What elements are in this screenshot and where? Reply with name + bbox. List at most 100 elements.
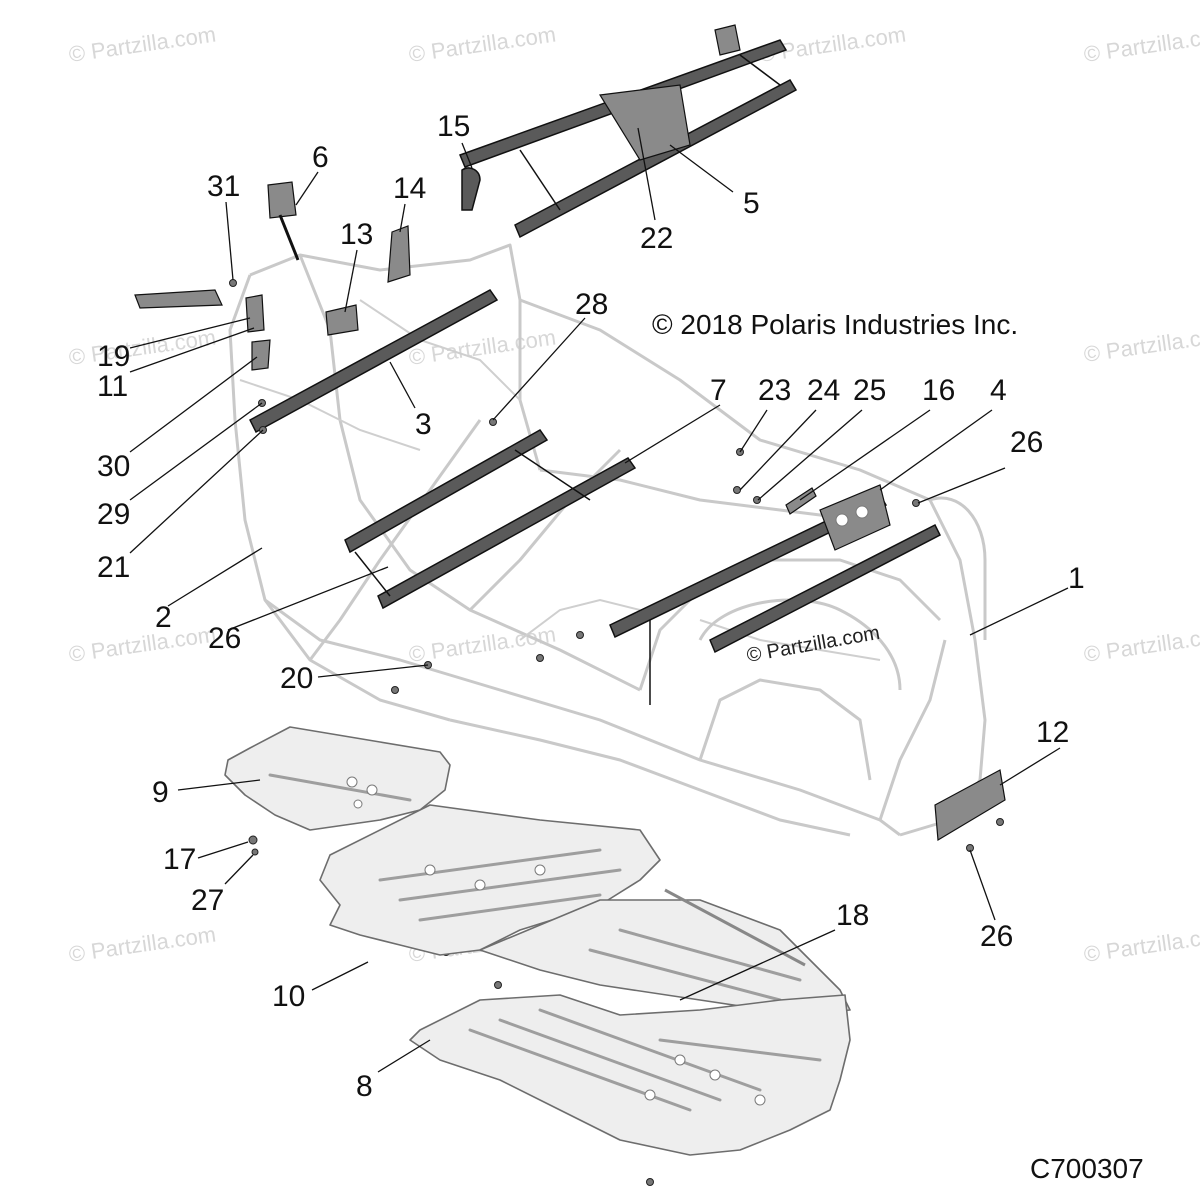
watermark: © Partzilla.com	[1082, 22, 1200, 67]
callout-12: 12	[1036, 716, 1069, 749]
leader-lines	[129, 127, 1069, 1073]
callout-23: 23	[758, 374, 791, 407]
callout-15: 15	[437, 110, 470, 143]
callout-20: 20	[280, 662, 313, 695]
leader-line	[757, 409, 863, 501]
watermark: © Partzilla.com	[67, 922, 217, 967]
fastener	[536, 654, 544, 662]
leader-line	[917, 467, 1006, 504]
bracket-part-6-arm	[278, 214, 300, 261]
rail-part-4-rear	[709, 523, 942, 654]
bracket-part-13	[325, 304, 359, 336]
leader-line	[377, 1039, 431, 1073]
leader-line	[317, 664, 429, 678]
plate-rib	[418, 893, 602, 922]
rail-part-7-rear	[377, 457, 637, 610]
callout-30: 30	[97, 450, 130, 483]
skid-plate-part-9	[224, 726, 451, 831]
callout-21: 21	[97, 551, 130, 584]
fastener	[391, 686, 399, 694]
callout-22: 22	[640, 222, 673, 255]
callout-26: 26	[208, 622, 241, 655]
leader-line	[799, 409, 931, 501]
leader-line	[129, 327, 255, 373]
plate-rib	[498, 1018, 722, 1102]
leader-line	[225, 201, 234, 281]
skid-plates	[224, 726, 851, 1156]
rail-part-5-rear	[514, 79, 798, 239]
callout-11: 11	[97, 370, 128, 403]
leader-line	[679, 929, 836, 1001]
plate-rib	[658, 1038, 822, 1062]
bracket-part-top	[714, 24, 741, 56]
bracket-part-15	[461, 167, 481, 211]
leader-line	[624, 404, 721, 464]
leader-line	[129, 402, 263, 501]
plate-rib	[538, 1008, 762, 1092]
leader-line	[969, 849, 996, 921]
fastener	[494, 981, 502, 989]
leader-line	[344, 249, 358, 313]
callout-17: 17	[163, 843, 196, 876]
callout-7: 7	[710, 374, 727, 407]
callout-29: 29	[97, 498, 130, 531]
watermark: © Partzilla.com	[1082, 322, 1200, 367]
rail-part-4-front	[609, 494, 888, 639]
plate-rib	[398, 868, 622, 902]
plate-part-12	[934, 769, 1006, 842]
rails	[249, 39, 942, 705]
bracket-part-11	[245, 294, 265, 333]
plate-hole	[424, 864, 436, 876]
rail-part-7-front	[344, 429, 549, 554]
bracket-part-14	[387, 225, 411, 283]
callout-9: 9	[152, 776, 169, 809]
skid-plate-part-8	[409, 994, 851, 1156]
rail-part-3	[249, 289, 499, 434]
callout-16: 16	[922, 374, 955, 407]
fastener	[646, 1178, 654, 1186]
plate-hole	[346, 776, 358, 788]
plate-hole	[474, 879, 486, 891]
bracket-part-22	[599, 84, 691, 161]
plate-rib	[378, 848, 602, 882]
plate-hole	[709, 1069, 721, 1081]
callout-6: 6	[312, 141, 329, 174]
leader-line	[461, 142, 473, 169]
fastener-part-27	[251, 848, 259, 856]
bracket-part-19	[134, 289, 223, 309]
callout-26: 26	[1010, 426, 1043, 459]
watermark: © Partzilla.com	[67, 22, 217, 67]
rail-part-7-cross	[514, 449, 591, 501]
leader-line	[492, 317, 586, 421]
leader-line	[879, 409, 993, 491]
fastener	[996, 818, 1004, 826]
leader-line	[637, 127, 656, 221]
drawing-id: C700307	[1030, 1153, 1144, 1184]
callout-18: 18	[836, 899, 869, 932]
plate-strip	[664, 888, 806, 967]
callout-19: 19	[97, 340, 130, 373]
callout-25: 25	[853, 374, 886, 407]
leader-line	[739, 409, 817, 491]
plate-hole	[674, 1054, 686, 1066]
leader-line	[227, 566, 389, 631]
leader-line	[739, 409, 768, 453]
bracket-part-30	[251, 339, 271, 371]
callout-10: 10	[272, 980, 305, 1013]
leader-line	[197, 841, 249, 859]
plate-hole	[534, 864, 546, 876]
fastener-part-25	[753, 496, 761, 504]
leader-line	[167, 547, 263, 607]
bracket-part-6	[267, 181, 297, 219]
callout-1: 1	[1068, 562, 1085, 595]
leader-line	[311, 961, 369, 991]
leader-line	[224, 854, 254, 885]
hole	[855, 505, 869, 519]
skid-plate-part-10	[319, 804, 661, 956]
callout-24: 24	[807, 374, 840, 407]
fastener-part-17	[248, 835, 258, 845]
leader-line	[129, 429, 264, 554]
callout-4: 4	[990, 374, 1007, 407]
callout-13: 13	[340, 218, 373, 251]
fastener	[576, 631, 584, 639]
